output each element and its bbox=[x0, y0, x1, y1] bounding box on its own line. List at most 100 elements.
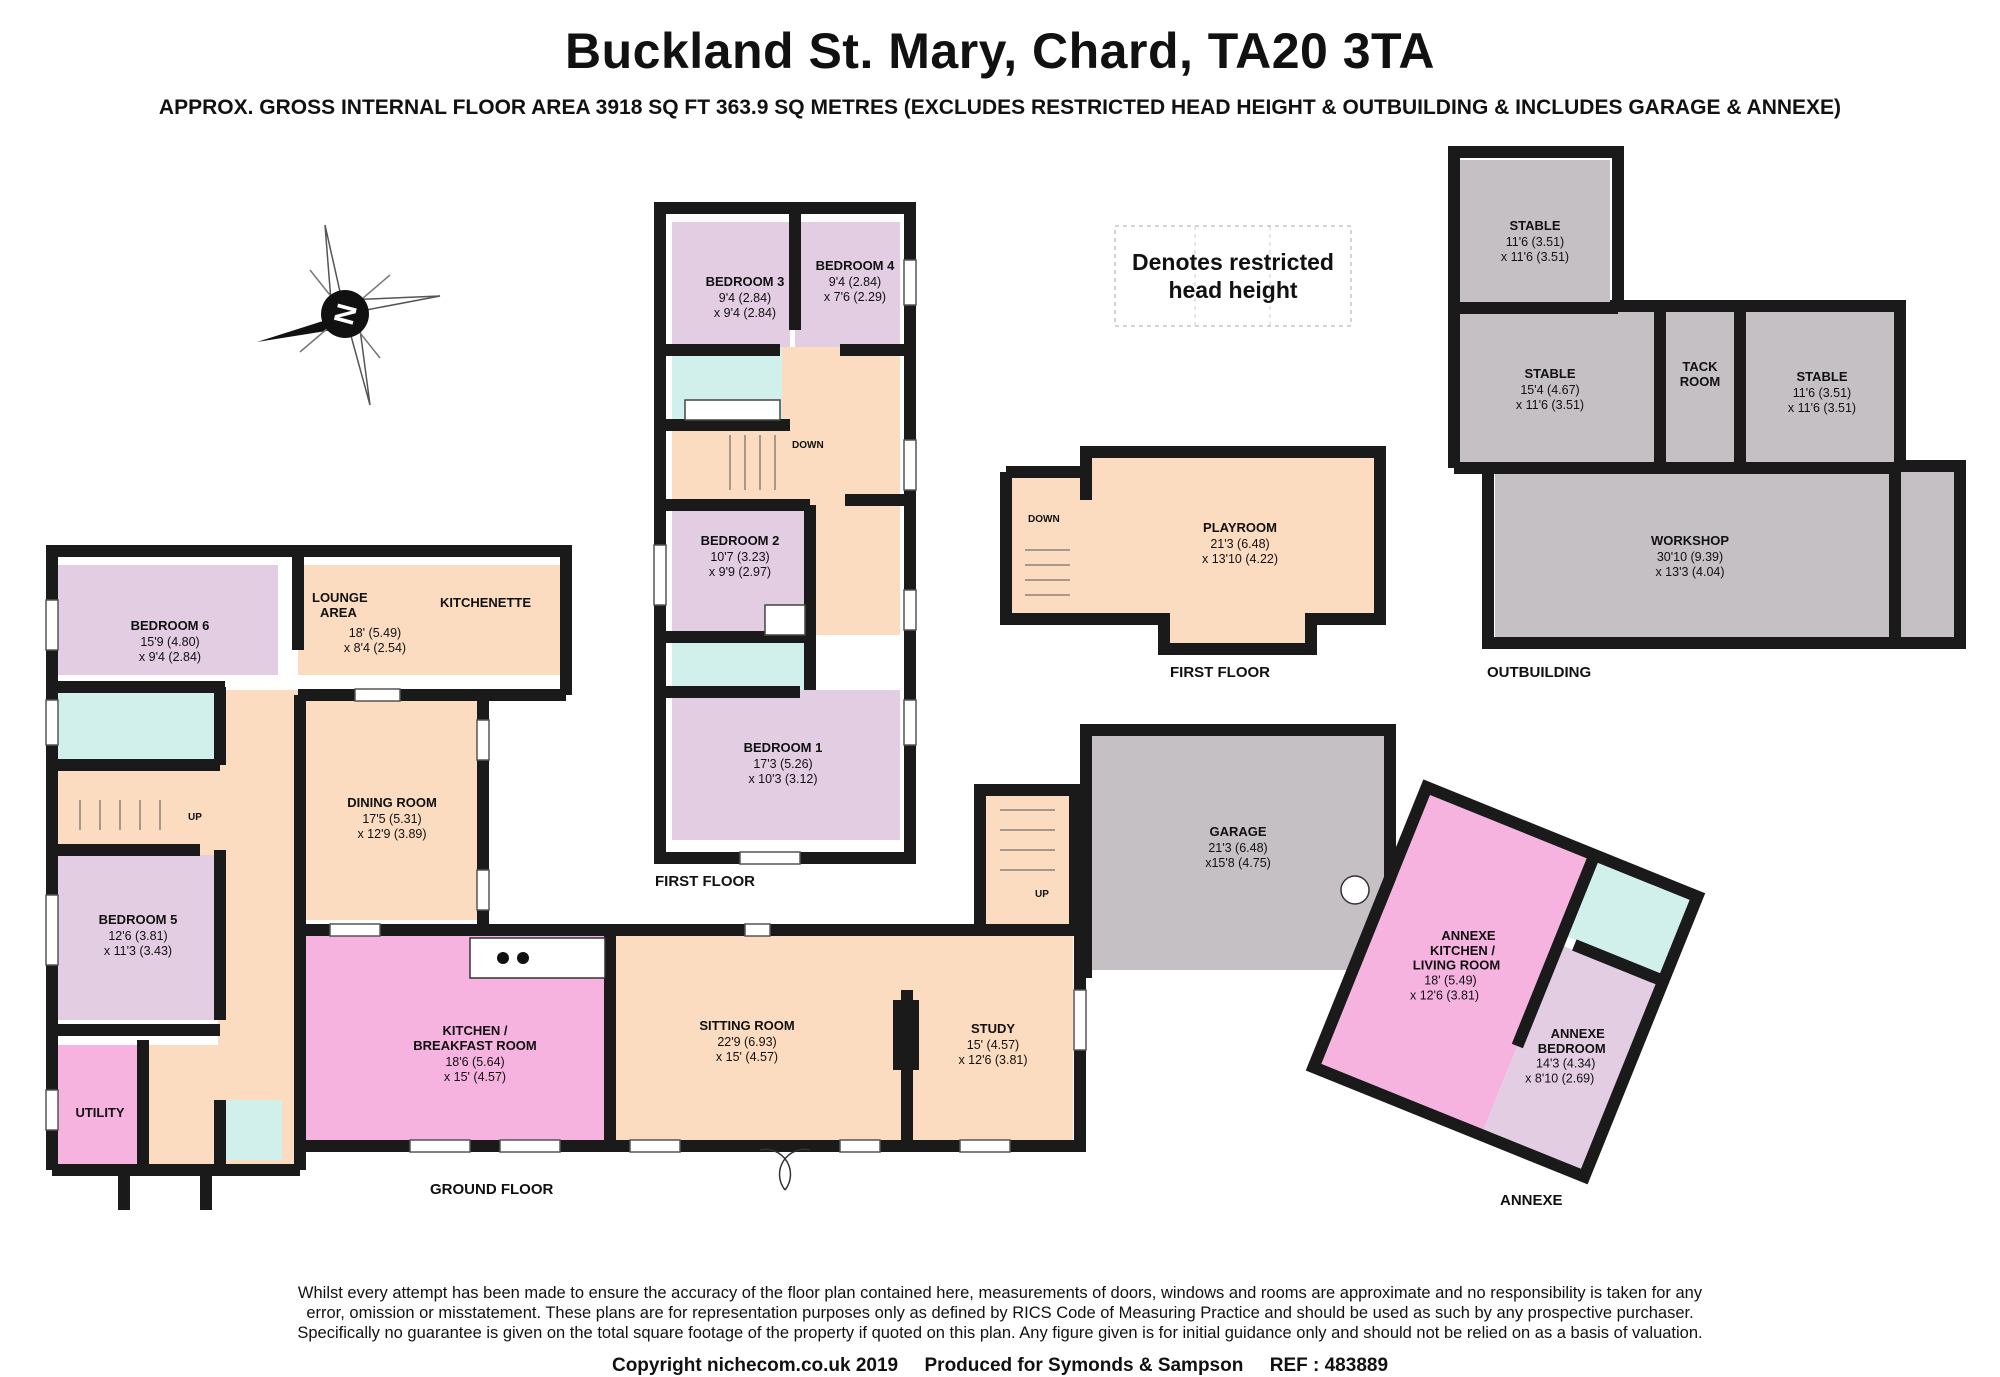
garage-plan: GARAGE 21'3 (6.48) x15'8 (4.75) bbox=[1080, 724, 1396, 978]
legend-dashed-box bbox=[1114, 225, 1352, 327]
restricted-height-legend: Denotes restricted head height bbox=[1114, 225, 1352, 327]
garage-name: GARAGE bbox=[1209, 824, 1266, 839]
bedroom5-name: BEDROOM 5 bbox=[99, 912, 178, 927]
study-dim1: 15' (4.57) bbox=[967, 1038, 1019, 1052]
disclaimer: Whilst every attempt has been made to en… bbox=[150, 1283, 1850, 1343]
kitchen-dim2: x 15' (4.57) bbox=[444, 1070, 506, 1084]
playroom-bay-fill bbox=[1170, 613, 1305, 643]
stable3-dim2: x 11'6 (3.51) bbox=[1788, 401, 1856, 415]
study-name: STUDY bbox=[971, 1021, 1015, 1036]
playroom-fill bbox=[1092, 458, 1374, 613]
ff-shower-tray bbox=[764, 604, 806, 636]
bedroom1-dim2: x 10'3 (3.12) bbox=[748, 772, 817, 786]
sitting-name: SITTING ROOM bbox=[699, 1018, 794, 1033]
bedroom1-dim1: 17'3 (5.26) bbox=[753, 757, 812, 771]
kitchen-name-2: BREAKFAST ROOM bbox=[413, 1038, 537, 1053]
garage-dim1: 21'3 (6.48) bbox=[1208, 841, 1267, 855]
ground-stairs-up-2: UP bbox=[1035, 889, 1049, 900]
entrance-porch bbox=[118, 1170, 212, 1210]
annexe-plan: ANNEXE KITCHEN / LIVING ROOM 18' (5.49) … bbox=[1305, 779, 1706, 1185]
bedroom4-dim2: x 7'6 (2.29) bbox=[824, 290, 886, 304]
disclaimer-line-1: Whilst every attempt has been made to en… bbox=[297, 1284, 1703, 1302]
bedroom2-dim2: x 9'9 (2.97) bbox=[709, 565, 771, 579]
compass-centre bbox=[321, 290, 369, 338]
window-kitchen-south-2 bbox=[499, 1139, 561, 1153]
hob-ring-1 bbox=[497, 952, 509, 964]
bedroom3-dim2: x 9'4 (2.84) bbox=[714, 306, 776, 320]
bedroom2-dim1: 10'7 (3.23) bbox=[710, 550, 769, 564]
annexe-label: ANNEXE bbox=[1500, 1192, 1563, 1209]
kitchenette-dim1: 18' (5.49) bbox=[349, 626, 401, 640]
sitting-dim1: 22'9 (6.93) bbox=[717, 1035, 776, 1049]
kitchen-worktop bbox=[469, 937, 606, 979]
annexe-kitchen-fill bbox=[1321, 795, 1593, 1130]
lounge-kitchenette-fill bbox=[298, 565, 560, 675]
bedroom3-dim1: 9'4 (2.84) bbox=[719, 291, 771, 305]
ff-stairs-down: DOWN bbox=[792, 440, 824, 451]
ground-hall-corridor-fill bbox=[218, 690, 298, 1090]
workshop-name: WORKSHOP bbox=[1651, 533, 1729, 548]
tack-room-fill bbox=[1665, 312, 1735, 462]
bedroom3-fill bbox=[672, 222, 790, 347]
dining-name: DINING ROOM bbox=[347, 795, 437, 810]
window-kitchen-south bbox=[409, 1139, 471, 1153]
sitting-room-fill bbox=[615, 935, 905, 1140]
dining-dim2: x 12'9 (3.89) bbox=[357, 827, 426, 841]
legend-line-1: Denotes restricted bbox=[1132, 249, 1334, 275]
bedroom4-name: BEDROOM 4 bbox=[816, 258, 896, 273]
window-bedroom5 bbox=[45, 894, 59, 966]
window-study-south bbox=[959, 1139, 1011, 1153]
utility-fill bbox=[58, 1045, 143, 1165]
kitchenette-dim2: x 8'4 (2.54) bbox=[344, 641, 406, 655]
hob-ring-2 bbox=[517, 952, 529, 964]
stables-row-top-wall bbox=[1610, 300, 1906, 468]
garage-dim2: x15'8 (4.75) bbox=[1205, 856, 1271, 870]
lounge-name-2: AREA bbox=[320, 605, 357, 620]
playroom-outer-wall bbox=[1000, 446, 1386, 655]
dining-room-fill bbox=[305, 695, 480, 920]
stable3-dim1: 11'6 (3.51) bbox=[1793, 386, 1851, 400]
annexe-divider-wall bbox=[1511, 852, 1601, 1049]
garage-fill bbox=[1080, 735, 1385, 970]
annexe-kitchen-name-3: LIVING ROOM bbox=[1413, 958, 1500, 973]
annexe-shower-fill bbox=[1562, 860, 1690, 975]
sitting-french-doors bbox=[759, 1148, 811, 1191]
sitting-room-fireplace bbox=[893, 1000, 919, 1070]
annexe-bedroom-dim1: 14'3 (4.34) bbox=[1536, 1057, 1595, 1071]
playroom-stair-fill bbox=[1012, 478, 1092, 613]
bedroom5-dim2: x 11'3 (3.43) bbox=[104, 944, 172, 958]
window-sitting-south-2 bbox=[839, 1139, 881, 1153]
legend-line-2: head height bbox=[1168, 277, 1297, 303]
playroom-dim2: x 13'10 (4.22) bbox=[1202, 552, 1278, 566]
ground-stairs-2 bbox=[1000, 809, 1055, 871]
window-utility bbox=[45, 1089, 59, 1131]
window-shower bbox=[45, 699, 59, 746]
disclaimer-line-2: error, omission or misstatement. These p… bbox=[306, 1304, 1694, 1322]
workshop-wall bbox=[1482, 460, 1966, 649]
annexe-bedroom-name-2: BEDROOM bbox=[1538, 1041, 1606, 1056]
cloakroom-fill bbox=[222, 1100, 282, 1160]
stable1-dim2: x 11'6 (3.51) bbox=[1501, 250, 1569, 264]
stair-wall bbox=[974, 784, 1081, 930]
annexe-kitchen-name-1: ANNEXE bbox=[1441, 928, 1496, 943]
stable1-fill bbox=[1460, 160, 1610, 305]
study-dim2: x 12'6 (3.81) bbox=[958, 1053, 1027, 1067]
ff-window-corridor bbox=[903, 589, 917, 631]
bedroom1-fill bbox=[672, 690, 900, 840]
bedroom3-name: BEDROOM 3 bbox=[706, 274, 785, 289]
annexe-kitchen-dim1: 18' (5.49) bbox=[1424, 973, 1476, 987]
floor-area-subtitle: APPROX. GROSS INTERNAL FLOOR AREA 3918 S… bbox=[158, 96, 1842, 119]
window-bedroom6 bbox=[45, 599, 59, 651]
playroom-name: PLAYROOM bbox=[1203, 520, 1277, 535]
copyright-line: Copyright nichecom.co.uk 2019 Produced f… bbox=[611, 1355, 1389, 1376]
annexe-kitchen-name-2: KITCHEN / bbox=[1430, 943, 1495, 958]
ground-windows bbox=[45, 599, 1087, 1153]
window-sitting-south bbox=[629, 1139, 681, 1153]
ff-window-bedroom1-east bbox=[903, 699, 917, 746]
window-kitchen-top bbox=[329, 923, 381, 937]
window-dining-east-2 bbox=[476, 869, 490, 911]
stable2-dim1: 15'4 (4.67) bbox=[1520, 383, 1579, 397]
lounge-name-1: LOUNGE bbox=[312, 590, 368, 605]
workshop-annex-fill bbox=[1900, 472, 1955, 637]
